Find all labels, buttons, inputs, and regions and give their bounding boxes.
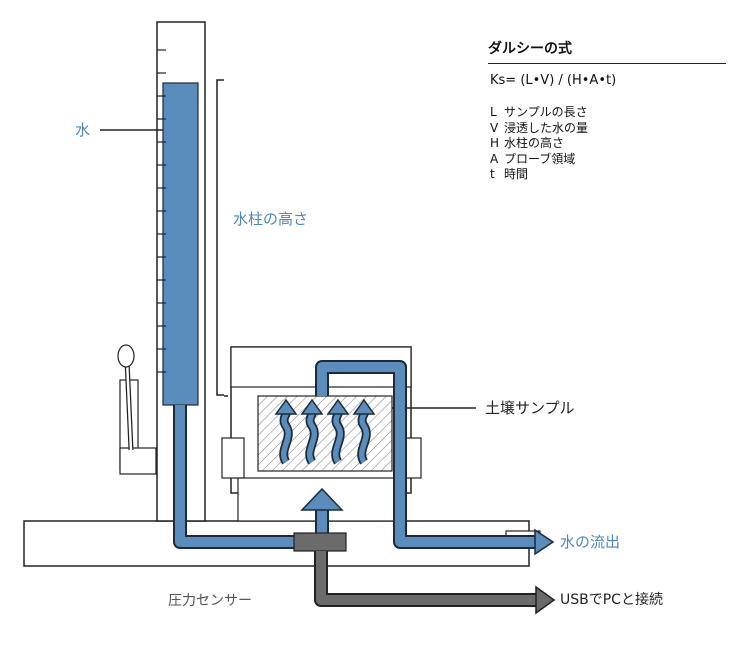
soil-flow-arrows bbox=[274, 398, 376, 465]
housing-left-flange bbox=[221, 437, 245, 479]
stand-clamp bbox=[119, 447, 157, 475]
usb-to-pc-label: USBでPCと接続 bbox=[560, 592, 663, 608]
flow-arrow-head bbox=[274, 398, 298, 415]
legend-text: 時間 bbox=[504, 167, 529, 181]
pressure-sensor bbox=[293, 532, 347, 552]
usb-cable bbox=[316, 551, 537, 605]
stand-knob bbox=[117, 344, 135, 368]
formula-title: ダルシーの式 bbox=[488, 41, 572, 57]
formula-equation: Ks= (L•V) / (H•A•t) bbox=[490, 73, 617, 88]
legend-text: 浸透した水の量 bbox=[504, 120, 589, 135]
flow-arrow-head bbox=[326, 398, 350, 415]
pressure-sensor-label: 圧力センサー bbox=[168, 593, 252, 609]
water-outflow-label: 水の流出 bbox=[560, 533, 621, 551]
legend-symbol: L bbox=[490, 105, 497, 119]
inflow-arrow bbox=[300, 487, 344, 511]
legend-symbol: H bbox=[490, 136, 500, 150]
inflow-pipe bbox=[175, 405, 327, 547]
formula-divider bbox=[488, 63, 726, 64]
darcy-formula-panel: ダルシーの式 Ks= (L•V) / (H•A•t) L サンプルの長さ V 浸透し… bbox=[488, 40, 726, 183]
legend-symbol: A bbox=[490, 151, 499, 166]
legend-item: A プローブ領域 bbox=[490, 152, 726, 168]
legend-text: サンプルの長さ bbox=[504, 105, 588, 119]
water-column-height-label: 水柱の高さ bbox=[233, 210, 309, 228]
legend-text: プローブ領域 bbox=[504, 151, 576, 166]
formula-legend: L サンプルの長さ V 浸透した水の量 H 水柱の高さ A プローブ領域 t 時間 bbox=[490, 105, 726, 183]
column-scale-ticks bbox=[157, 49, 166, 373]
legend-symbol: t bbox=[490, 167, 495, 181]
legend-item: V 浸透した水の量 bbox=[490, 121, 726, 137]
legend-symbol: V bbox=[490, 120, 499, 135]
legend-item: L サンプルの長さ bbox=[490, 105, 726, 121]
legend-text: 水柱の高さ bbox=[504, 136, 565, 150]
flow-arrow-head bbox=[352, 398, 376, 415]
height-bracket bbox=[216, 79, 224, 396]
legend-item: H 水柱の高さ bbox=[490, 136, 726, 152]
soil-sample-label: 土壌サンプル bbox=[485, 399, 575, 417]
legend-item: t 時間 bbox=[490, 167, 726, 183]
column-water bbox=[162, 82, 199, 406]
flow-arrow-head bbox=[300, 398, 324, 415]
soil-sample bbox=[257, 395, 393, 472]
water-label: 水 bbox=[75, 121, 91, 139]
outflow-arrow bbox=[534, 528, 555, 556]
usb-arrow bbox=[535, 585, 556, 615]
outflow-pipe bbox=[317, 362, 536, 547]
